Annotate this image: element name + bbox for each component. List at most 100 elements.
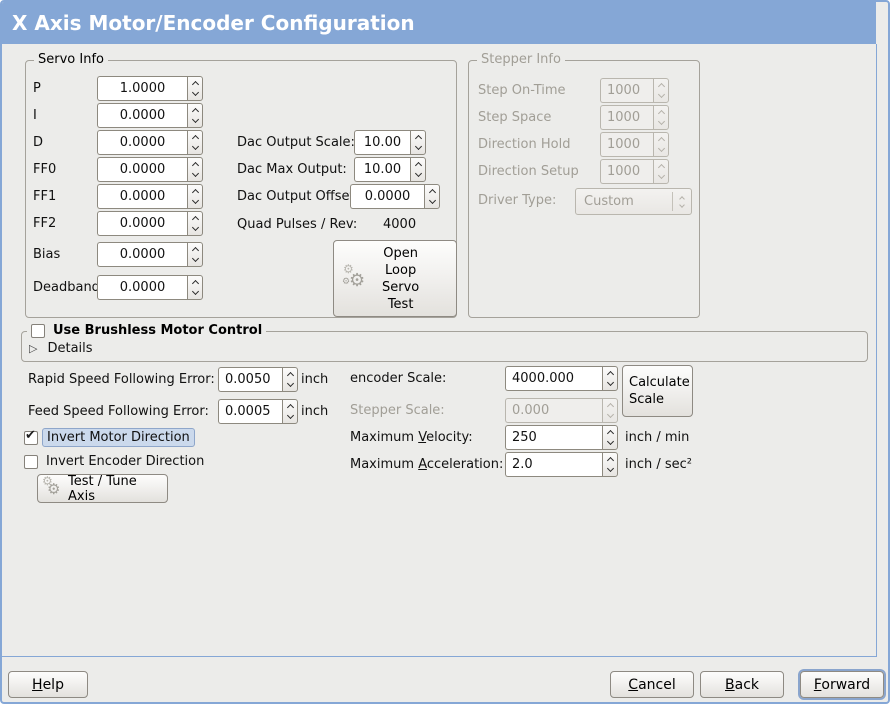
servo-spinbox-i[interactable] (97, 103, 203, 128)
details-label[interactable]: Details (47, 341, 93, 356)
spin-up-icon[interactable] (191, 215, 199, 224)
spin-up-icon[interactable] (191, 279, 199, 288)
spin-down-icon[interactable] (428, 196, 436, 205)
expander-icon[interactable]: ▷ (29, 342, 38, 355)
servo-spinbox-d[interactable] (97, 130, 203, 155)
spin-down-icon[interactable] (191, 142, 199, 151)
servo-input-ff0[interactable] (97, 157, 187, 182)
spin-up-icon[interactable] (286, 403, 294, 412)
max-velocity-input[interactable] (505, 425, 602, 450)
help-button[interactable]: Help (8, 671, 88, 698)
spin-down-icon[interactable] (191, 169, 199, 178)
dac-scale-spinbox[interactable] (354, 130, 426, 155)
servo-input-ff1[interactable] (97, 184, 187, 209)
open-loop-servo-test-button[interactable]: ⚙ ⚙ ⚙ Open Loop Servo Test (333, 240, 457, 317)
spin-down-icon[interactable] (286, 411, 294, 420)
dac-scale-input[interactable] (354, 130, 410, 155)
dac-offset-input[interactable] (350, 184, 424, 209)
forward-button[interactable]: Forward (800, 671, 884, 698)
feed-following-error-spinbox[interactable] (218, 399, 298, 424)
spin-down-icon[interactable] (286, 379, 294, 388)
spin-down-icon[interactable] (414, 142, 422, 151)
spin-up-icon[interactable] (606, 429, 614, 438)
spin-buttons[interactable] (187, 275, 203, 300)
servo-input-d[interactable] (97, 130, 187, 155)
spin-buttons[interactable] (187, 211, 203, 236)
max-acceleration-spinbox[interactable] (505, 452, 618, 477)
encoder-scale-spinbox[interactable] (505, 366, 618, 391)
spin-buttons[interactable] (187, 157, 203, 182)
spin-up-icon[interactable] (414, 161, 422, 170)
dac-max-spinbox[interactable] (354, 157, 426, 182)
feed-following-error-input[interactable] (218, 399, 282, 424)
encoder-scale-input[interactable] (505, 366, 602, 391)
servo-spinbox-p[interactable] (97, 76, 203, 101)
servo-row-d: D (33, 130, 203, 155)
spin-down-icon[interactable] (606, 378, 614, 387)
spin-buttons[interactable] (410, 130, 426, 155)
rapid-following-error-input[interactable] (218, 367, 282, 392)
test-tune-axis-button[interactable]: ⚙ ⚙ Test / Tune Axis (37, 474, 168, 504)
spin-up-icon[interactable] (191, 161, 199, 170)
servo-spinbox-deadband[interactable] (97, 275, 203, 300)
dac-max-input[interactable] (354, 157, 410, 182)
spin-down-icon[interactable] (414, 169, 422, 178)
servo-input-p[interactable] (97, 76, 187, 101)
servo-input-i[interactable] (97, 103, 187, 128)
calculate-scale-button[interactable]: Calculate Scale (622, 365, 693, 417)
servo-spinbox-bias[interactable] (97, 242, 203, 267)
spin-buttons[interactable] (187, 103, 203, 128)
spin-buttons[interactable] (187, 242, 203, 267)
spin-down-icon[interactable] (191, 88, 199, 97)
servo-input-ff2[interactable] (97, 211, 187, 236)
spin-up-icon[interactable] (191, 107, 199, 116)
servo-spinbox-ff0[interactable] (97, 157, 203, 182)
invert-motor-checkbox[interactable]: ✔ (24, 428, 38, 445)
invert-encoder-label[interactable]: Invert Encoder Direction (46, 454, 205, 469)
cancel-button[interactable]: Cancel (610, 671, 694, 698)
invert-encoder-checkbox[interactable] (24, 455, 38, 469)
spin-buttons[interactable] (187, 184, 203, 209)
brushless-checkbox-label[interactable]: Use Brushless Motor Control (53, 323, 263, 338)
spin-buttons[interactable] (410, 157, 426, 182)
max-velocity-spinbox[interactable] (505, 425, 618, 450)
spin-up-icon[interactable] (191, 80, 199, 89)
spin-up-icon[interactable] (191, 134, 199, 143)
spin-up-icon[interactable] (191, 188, 199, 197)
spin-down-icon[interactable] (191, 115, 199, 124)
spin-up-icon[interactable] (286, 371, 294, 380)
direction-setup-spinbox (600, 159, 669, 184)
rapid-following-error-spinbox[interactable] (218, 367, 298, 392)
servo-input-bias[interactable] (97, 242, 187, 267)
brushless-checkbox[interactable] (31, 323, 45, 338)
spin-down-icon[interactable] (606, 437, 614, 446)
max-acceleration-input[interactable] (505, 452, 602, 477)
spin-up-icon[interactable] (606, 456, 614, 465)
spin-buttons[interactable] (282, 399, 298, 424)
spin-buttons[interactable] (424, 184, 440, 209)
servo-spinbox-ff1[interactable] (97, 184, 203, 209)
back-button[interactable]: Back (700, 671, 784, 698)
invert-motor-label[interactable]: Invert Motor Direction (42, 428, 195, 447)
spin-buttons[interactable] (602, 425, 618, 450)
direction-hold-spinbox (600, 132, 669, 157)
spin-buttons[interactable] (187, 76, 203, 101)
brushless-checkbox-row[interactable]: Use Brushless Motor Control (27, 323, 267, 338)
spin-down-icon[interactable] (191, 196, 199, 205)
dac-offset-spinbox[interactable] (350, 184, 440, 209)
spin-down-icon[interactable] (191, 223, 199, 232)
spin-up-icon[interactable] (191, 246, 199, 255)
spin-up-icon[interactable] (606, 370, 614, 379)
spin-up-icon[interactable] (414, 134, 422, 143)
spin-down-icon[interactable] (191, 254, 199, 263)
spin-buttons[interactable] (602, 452, 618, 477)
spin-down-icon[interactable] (191, 287, 199, 296)
spin-buttons[interactable] (282, 367, 298, 392)
servo-spinbox-ff2[interactable] (97, 211, 203, 236)
spin-buttons[interactable] (187, 130, 203, 155)
spin-up-icon[interactable] (428, 188, 436, 197)
details-expander[interactable]: ▷ Details (29, 341, 93, 356)
spin-down-icon[interactable] (606, 464, 614, 473)
servo-input-deadband[interactable] (97, 275, 187, 300)
spin-buttons[interactable] (602, 366, 618, 391)
